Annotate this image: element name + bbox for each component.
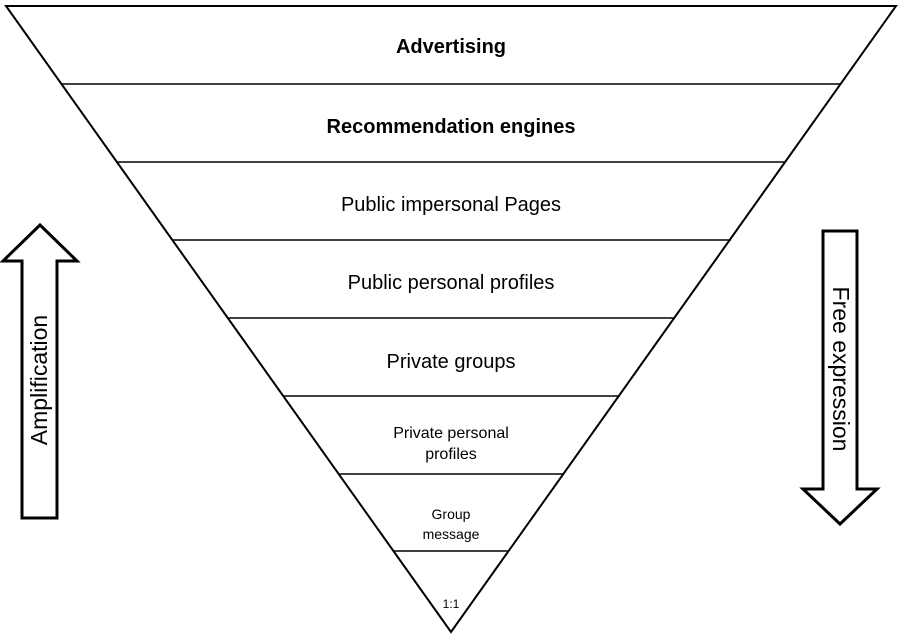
level-label-private-personal-profiles-line2: profiles — [425, 446, 477, 463]
level-label-advertising: Advertising — [396, 36, 506, 58]
arrow-down-icon — [799, 229, 881, 527]
level-label-one-to-one: 1:1 — [443, 597, 460, 611]
level-label-recommendation-engines: Recommendation engines — [327, 116, 576, 138]
level-label-public-personal-profiles: Public personal profiles — [348, 272, 555, 294]
level-label-group-message-line2: message — [423, 526, 480, 542]
amplification-label: Amplification — [26, 315, 52, 445]
level-label-group-message-line1: Group — [432, 506, 471, 522]
level-label-private-personal-profiles-line1: Private personal — [393, 425, 509, 442]
arrow-up-icon — [0, 222, 81, 520]
free-expression-label: Free expression — [828, 287, 854, 452]
level-label-private-groups: Private groups — [387, 351, 516, 373]
level-label-public-impersonal-pages: Public impersonal Pages — [341, 194, 561, 216]
